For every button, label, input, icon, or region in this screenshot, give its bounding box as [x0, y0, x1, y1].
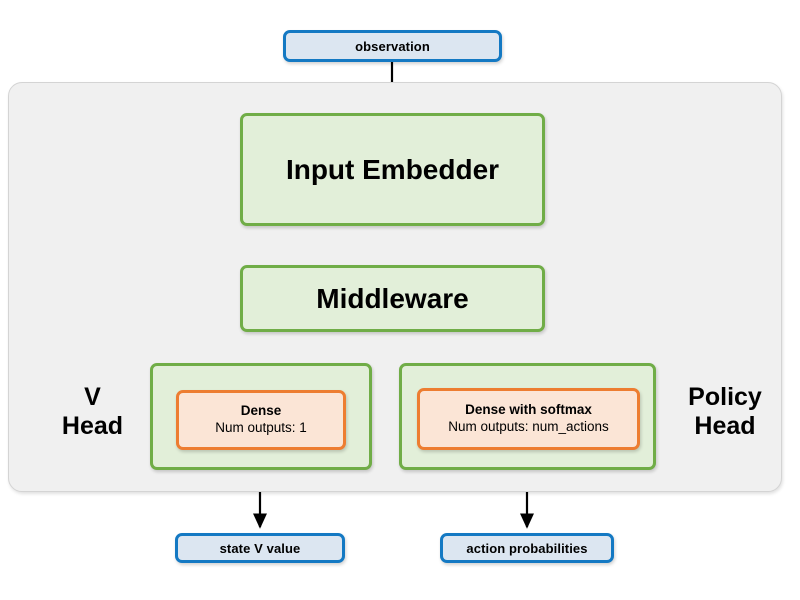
node-policy-dense[interactable]: Dense with softmax Num outputs: num_acti… — [417, 388, 640, 450]
policy-head-caption-line2: Head — [694, 411, 756, 440]
node-observation-label: observation — [355, 38, 430, 54]
node-input-embedder[interactable]: Input Embedder — [240, 113, 545, 226]
node-middleware-label: Middleware — [316, 282, 469, 314]
node-action-probabilities-label: action probabilities — [466, 540, 588, 556]
node-input-embedder-label: Input Embedder — [285, 153, 500, 185]
node-state-v-value-label: state V value — [219, 540, 301, 556]
node-action-probabilities[interactable]: action probabilities — [440, 533, 614, 563]
node-v-dense-title: Dense — [240, 403, 282, 419]
node-policy-dense-subtitle: Num outputs: num_actions — [448, 419, 609, 434]
node-state-v-value[interactable]: state V value — [175, 533, 345, 563]
node-observation[interactable]: observation — [283, 30, 502, 62]
policy-head-caption-line1: Policy — [688, 383, 762, 411]
v-head-caption-line1: V — [84, 383, 101, 411]
policy-head-caption: Policy Head — [665, 383, 785, 441]
node-policy-dense-title: Dense with softmax — [465, 402, 592, 418]
v-head-caption: V Head — [40, 383, 145, 441]
node-middleware[interactable]: Middleware — [240, 265, 545, 332]
node-v-dense[interactable]: Dense Num outputs: 1 — [176, 390, 346, 450]
v-head-caption-line2: Head — [61, 411, 124, 440]
node-v-dense-subtitle: Num outputs: 1 — [215, 420, 307, 435]
